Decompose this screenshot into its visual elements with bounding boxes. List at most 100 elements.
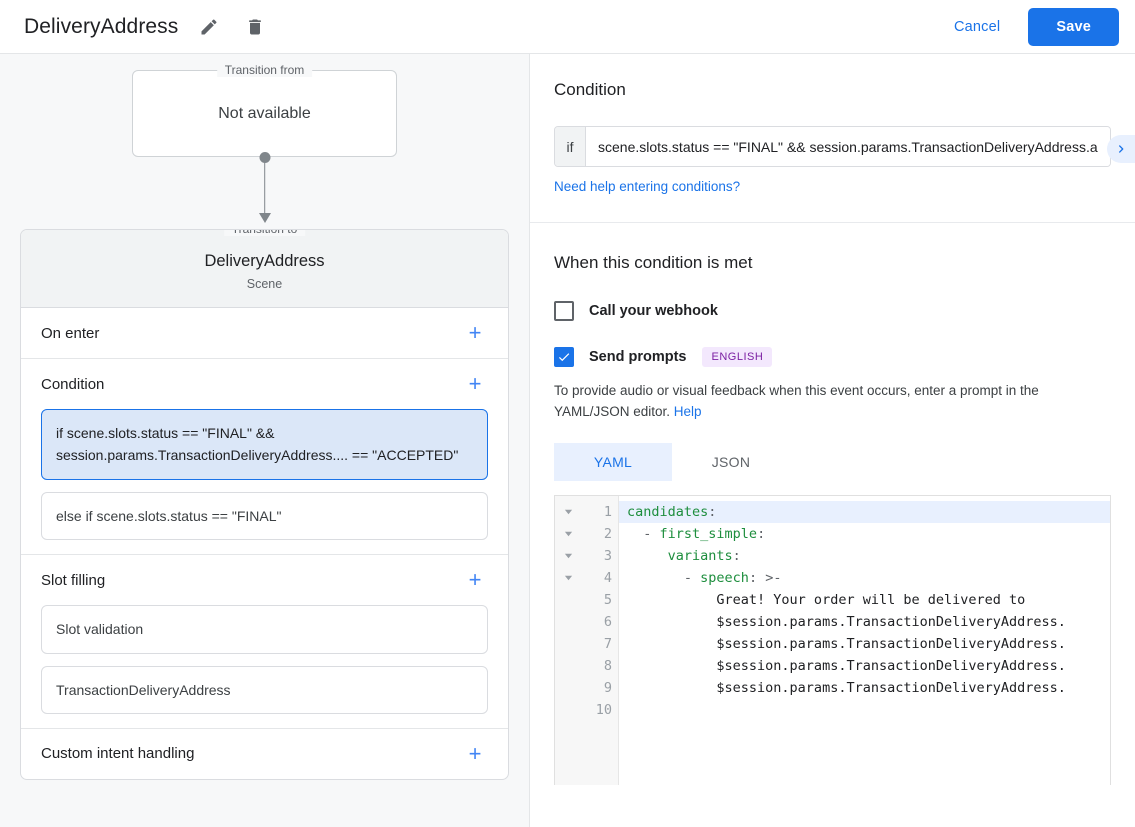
connector-arrow-icon (258, 213, 271, 223)
webhook-row: Call your webhook (554, 301, 1111, 321)
editor-description-text: To provide audio or visual feedback when… (554, 383, 1039, 419)
editor-line-number: 6 (603, 613, 612, 630)
editor-fold-gutter (555, 495, 581, 785)
section-condition: Condition + if scene.slots.status == "FI… (21, 359, 508, 556)
transition-to-card: Transition to DeliveryAddress Scene On e… (20, 229, 509, 780)
language-badge: ENGLISH (702, 347, 773, 367)
code-token: : >- (748, 569, 782, 586)
call-webhook-checkbox[interactable] (554, 301, 574, 321)
add-condition-button[interactable]: + (468, 371, 482, 396)
delete-button[interactable] (238, 10, 272, 44)
code-token (627, 548, 668, 564)
tab-json[interactable]: JSON (711, 453, 751, 470)
code-token: speech (700, 569, 749, 586)
graph-connector (132, 152, 397, 229)
code-token: - (627, 525, 660, 542)
fold-cell-empty (555, 633, 581, 655)
condition-heading: Condition (554, 80, 626, 99)
section-condition-header[interactable]: Condition + (41, 359, 488, 409)
editor-description: To provide audio or visual feedback when… (554, 381, 1111, 423)
top-app-bar: DeliveryAddress Cancel Save (0, 0, 1135, 54)
editor-code-line[interactable]: Great! Your order will be delivered to (619, 589, 1110, 611)
fold-arrow-icon[interactable] (555, 545, 581, 567)
fold-cell-empty (555, 677, 581, 699)
section-condition-title: Condition (41, 375, 105, 393)
code-token: first_simple (659, 525, 758, 542)
condition-input[interactable] (586, 127, 1110, 166)
add-custom-intent-button[interactable]: + (468, 740, 482, 766)
code-token: $session.params.TransactionDeliveryAddre… (627, 613, 1066, 630)
condition-input-row: if (554, 126, 1111, 167)
transition-to-legend: Transition to (223, 229, 306, 236)
condition-chip-selected[interactable]: if scene.slots.status == "FINAL" && sess… (41, 409, 488, 480)
section-slot-filling-title: Slot filling (41, 571, 106, 589)
fold-cell-empty (555, 589, 581, 611)
editor-code-line[interactable]: variants: (619, 545, 1110, 567)
transition-from-card[interactable]: Transition from Not available (132, 63, 397, 157)
code-token: $session.params.TransactionDeliveryAddre… (627, 635, 1066, 652)
editor-code-line[interactable] (619, 699, 1110, 721)
section-custom-intent-handling-title: Custom intent handling (41, 745, 195, 763)
editor-line-number: 9 (603, 679, 612, 696)
editor-help-link[interactable]: Help (673, 403, 702, 419)
condition-help-link[interactable]: Need help entering conditions? (554, 179, 741, 194)
main-body: Transition from Not available Transition… (0, 54, 1135, 827)
save-button[interactable]: Save (1028, 7, 1119, 46)
transition-to-header[interactable]: DeliveryAddress Scene (21, 230, 508, 308)
editor-code-line[interactable]: $session.params.TransactionDeliveryAddre… (619, 655, 1110, 677)
editor-code-line[interactable]: - first_simple: (619, 523, 1110, 545)
transition-from-value: Not available (218, 104, 311, 122)
section-slot-filling-header[interactable]: Slot filling + (41, 555, 488, 605)
fold-arrow-icon[interactable] (555, 567, 581, 589)
code-token: : (732, 547, 741, 564)
add-on-enter-button[interactable]: + (468, 320, 482, 345)
slot-chip-transaction-delivery-address[interactable]: TransactionDeliveryAddress (41, 665, 488, 714)
cancel-button[interactable]: Cancel (938, 10, 1016, 44)
editor-code-line[interactable]: $session.params.TransactionDeliveryAddre… (619, 611, 1110, 633)
editor-code-area[interactable]: candidates: - first_simple: variants: - … (619, 496, 1110, 785)
edit-name-button[interactable] (192, 10, 226, 44)
condition-chip-else-if[interactable]: else if scene.slots.status == "FINAL" (41, 491, 488, 541)
when-condition-met-heading: When this condition is met (554, 253, 753, 272)
send-prompts-checkbox[interactable] (554, 347, 574, 367)
editor-code-line[interactable]: $session.params.TransactionDeliveryAddre… (619, 677, 1110, 699)
trash-icon (249, 19, 262, 34)
fold-cell-empty (555, 699, 581, 721)
transition-to-title: DeliveryAddress (204, 252, 325, 270)
page-title: DeliveryAddress (24, 14, 179, 38)
editor-line-number: 3 (603, 547, 612, 564)
code-token: : (757, 525, 766, 542)
section-on-enter: On enter + (21, 308, 508, 359)
fold-arrow-icon[interactable] (555, 523, 581, 545)
transition-to-subtitle: Scene (246, 277, 283, 291)
editor-code-line[interactable]: - speech: >- (619, 567, 1110, 589)
code-token: $session.params.TransactionDeliveryAddre… (627, 679, 1066, 696)
section-slot-filling-body: Slot validation TransactionDeliveryAddre… (41, 605, 488, 728)
editor-code-line[interactable]: candidates: (619, 500, 1110, 523)
editor-line-number: 2 (603, 525, 612, 542)
code-token: Great! Your order will be delivered to (627, 591, 1026, 608)
section-custom-intent-handling: Custom intent handling + (21, 729, 508, 779)
condition-card: Condition if Need help entering conditio… (530, 54, 1135, 223)
editor-line-number: 7 (603, 635, 612, 652)
details-pane: Condition if Need help entering conditio… (530, 54, 1135, 827)
collapse-panel-button[interactable] (1107, 135, 1135, 163)
tab-yaml[interactable]: YAML (554, 442, 672, 481)
add-slot-filling-button[interactable]: + (468, 567, 482, 593)
call-webhook-label: Call your webhook (589, 303, 718, 319)
send-prompts-label: Send prompts (589, 349, 687, 365)
fold-arrow-icon[interactable] (555, 501, 581, 523)
section-slot-filling: Slot filling + Slot validation Transacti… (21, 555, 508, 729)
code-token: candidates (627, 503, 709, 520)
editor-code-line[interactable]: $session.params.TransactionDeliveryAddre… (619, 633, 1110, 655)
fold-cell-empty (555, 611, 581, 633)
section-custom-intent-handling-header[interactable]: Custom intent handling + (41, 729, 488, 779)
transition-graph: Transition from Not available (0, 54, 529, 229)
pencil-icon (201, 18, 217, 34)
transition-graph-pane: Transition from Not available Transition… (0, 54, 530, 827)
section-on-enter-header[interactable]: On enter + (41, 308, 488, 358)
section-condition-body: if scene.slots.status == "FINAL" && sess… (41, 409, 488, 554)
slot-validation-chip[interactable]: Slot validation (41, 605, 488, 654)
